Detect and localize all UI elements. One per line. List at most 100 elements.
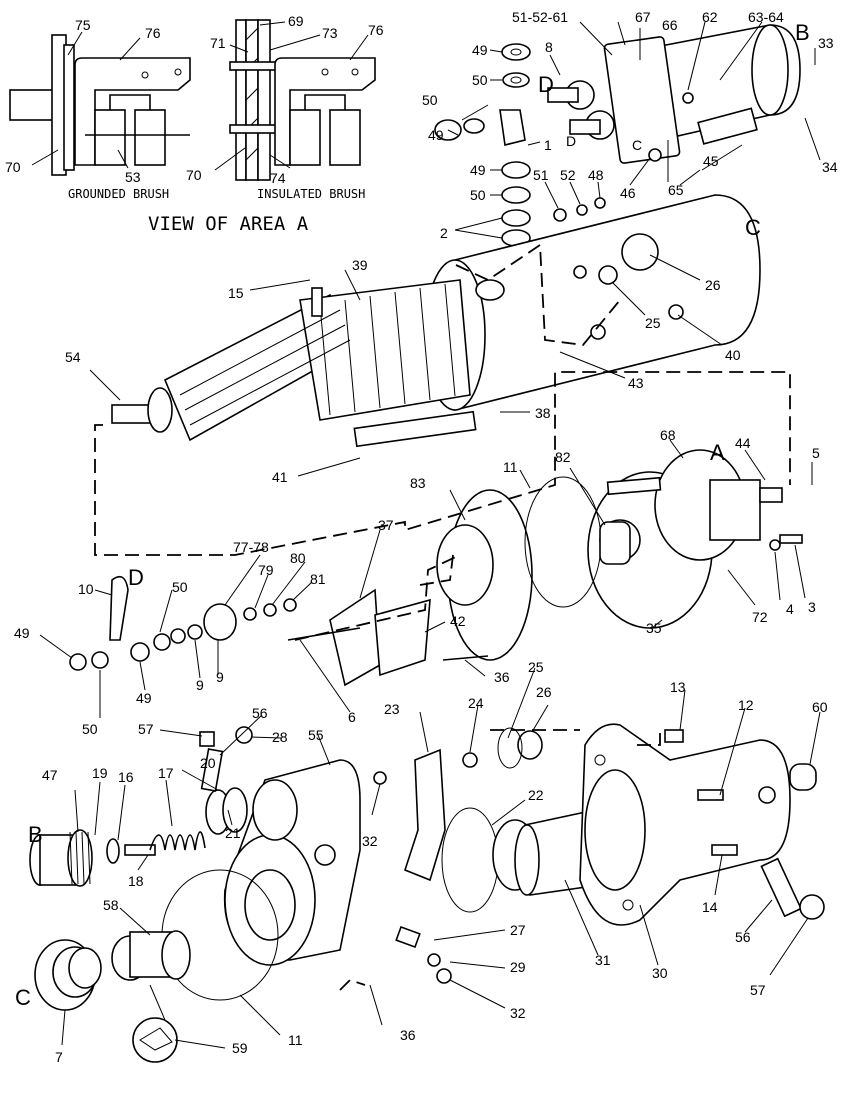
brush-plate-assembly	[587, 449, 803, 629]
callout: 11	[503, 459, 518, 475]
letter-c-top: C	[745, 215, 761, 240]
callout: 15	[228, 285, 244, 301]
callout: 41	[272, 469, 288, 485]
caption-view-of-area-a: VIEW OF AREA A	[148, 213, 309, 235]
callout: 21	[225, 825, 241, 841]
callout: 67	[635, 9, 651, 25]
callout: 76	[368, 22, 384, 38]
callout: 29	[510, 959, 526, 975]
callout: 50	[82, 721, 98, 737]
callout: 68	[660, 427, 676, 443]
drive-housing	[161, 759, 452, 1001]
callout: 57	[750, 982, 766, 998]
callout: 74	[270, 170, 286, 186]
callout: 40	[725, 347, 741, 363]
callout: 46	[620, 185, 636, 201]
callout: 50	[172, 579, 188, 595]
caption-grounded-brush: GROUNDED BRUSH	[68, 187, 169, 201]
callout: 5	[812, 445, 820, 461]
callout: 63-64	[748, 9, 784, 25]
callout: 42	[450, 613, 466, 629]
letter-a: A	[710, 440, 725, 465]
callout: 22	[528, 787, 544, 803]
callout: 79	[258, 562, 274, 578]
callout: 36	[494, 669, 510, 685]
callout: 2	[440, 225, 448, 241]
callout: 50	[472, 72, 488, 88]
callout: 65	[668, 182, 684, 198]
callout: 17	[158, 765, 174, 781]
caption-insulated-brush: INSULATED BRUSH	[257, 187, 365, 201]
solenoid-assembly	[547, 24, 801, 164]
callout: 3	[808, 599, 816, 615]
callout: 31	[595, 952, 611, 968]
callout-labels: 75 76 69 71 73 76 70 53 70 74 51-52-61 6…	[5, 9, 838, 1065]
armature	[111, 279, 477, 448]
callout: 23	[384, 701, 400, 717]
callout: 47	[42, 767, 58, 783]
callout: 71	[210, 35, 226, 51]
assembly-path-lines	[94, 243, 791, 991]
callout: 20	[200, 755, 216, 771]
callout: 73	[322, 25, 338, 41]
view-of-area-a-inset: GROUNDED BRUSH INSULATED BRUSH VIEW OF A…	[9, 19, 376, 235]
callout: 26	[536, 684, 552, 700]
callout: C	[632, 137, 642, 153]
callout: 32	[510, 1005, 526, 1021]
callout: 58	[103, 897, 119, 913]
callout: 76	[145, 25, 161, 41]
callout: 25	[528, 659, 544, 675]
callout: 13	[670, 679, 686, 695]
callout: D	[566, 133, 576, 149]
callout: 57	[138, 721, 154, 737]
grounded-brush-drawing	[9, 34, 191, 176]
field-housing	[424, 194, 761, 412]
hardware-nuts-washers	[434, 43, 606, 247]
callout: 82	[555, 449, 571, 465]
plunger-and-spring	[29, 726, 253, 887]
callout: 8	[545, 39, 553, 55]
callout: 18	[128, 873, 144, 889]
callout: 9	[216, 669, 224, 685]
letter-d-mid: D	[128, 565, 144, 590]
shift-lever	[373, 727, 543, 913]
letter-b-bottom: B	[28, 822, 43, 847]
callout: 54	[65, 349, 81, 365]
callout: 33	[818, 35, 834, 51]
callout: 6	[348, 709, 356, 725]
commutator-end-plate	[436, 476, 631, 661]
callout: 43	[628, 375, 644, 391]
callout: 37	[378, 517, 394, 533]
callout: 70	[186, 167, 202, 183]
insulated-brush-drawing	[229, 19, 376, 181]
callout: 44	[735, 435, 751, 451]
letter-c-bottom: C	[15, 985, 31, 1010]
callout: 49	[470, 162, 486, 178]
callout: 11	[288, 1032, 303, 1048]
callout: 55	[308, 727, 324, 743]
letter-d-top: D	[538, 72, 554, 97]
callout: 83	[410, 475, 426, 491]
callout: 49	[14, 625, 30, 641]
bearing-and-seal	[34, 930, 191, 1063]
callout: 39	[352, 257, 368, 273]
callout: 30	[652, 965, 668, 981]
callout: 62	[702, 9, 718, 25]
callout: 14	[702, 899, 718, 915]
callout: 56	[252, 705, 268, 721]
callout: 7	[55, 1049, 63, 1065]
callout: 38	[535, 405, 551, 421]
callout: 27	[510, 922, 526, 938]
callout: 77-78	[233, 539, 269, 555]
callout: 80	[290, 550, 306, 566]
leader-lines	[31, 21, 821, 1049]
callout: 51	[533, 167, 549, 183]
callout: 56	[735, 929, 751, 945]
callout: 1	[544, 137, 552, 153]
callout: 75	[75, 17, 91, 33]
callout: 34	[822, 159, 838, 175]
callout: 50	[470, 187, 486, 203]
callout: 81	[310, 571, 326, 587]
callout: 51-52-61	[512, 9, 568, 25]
